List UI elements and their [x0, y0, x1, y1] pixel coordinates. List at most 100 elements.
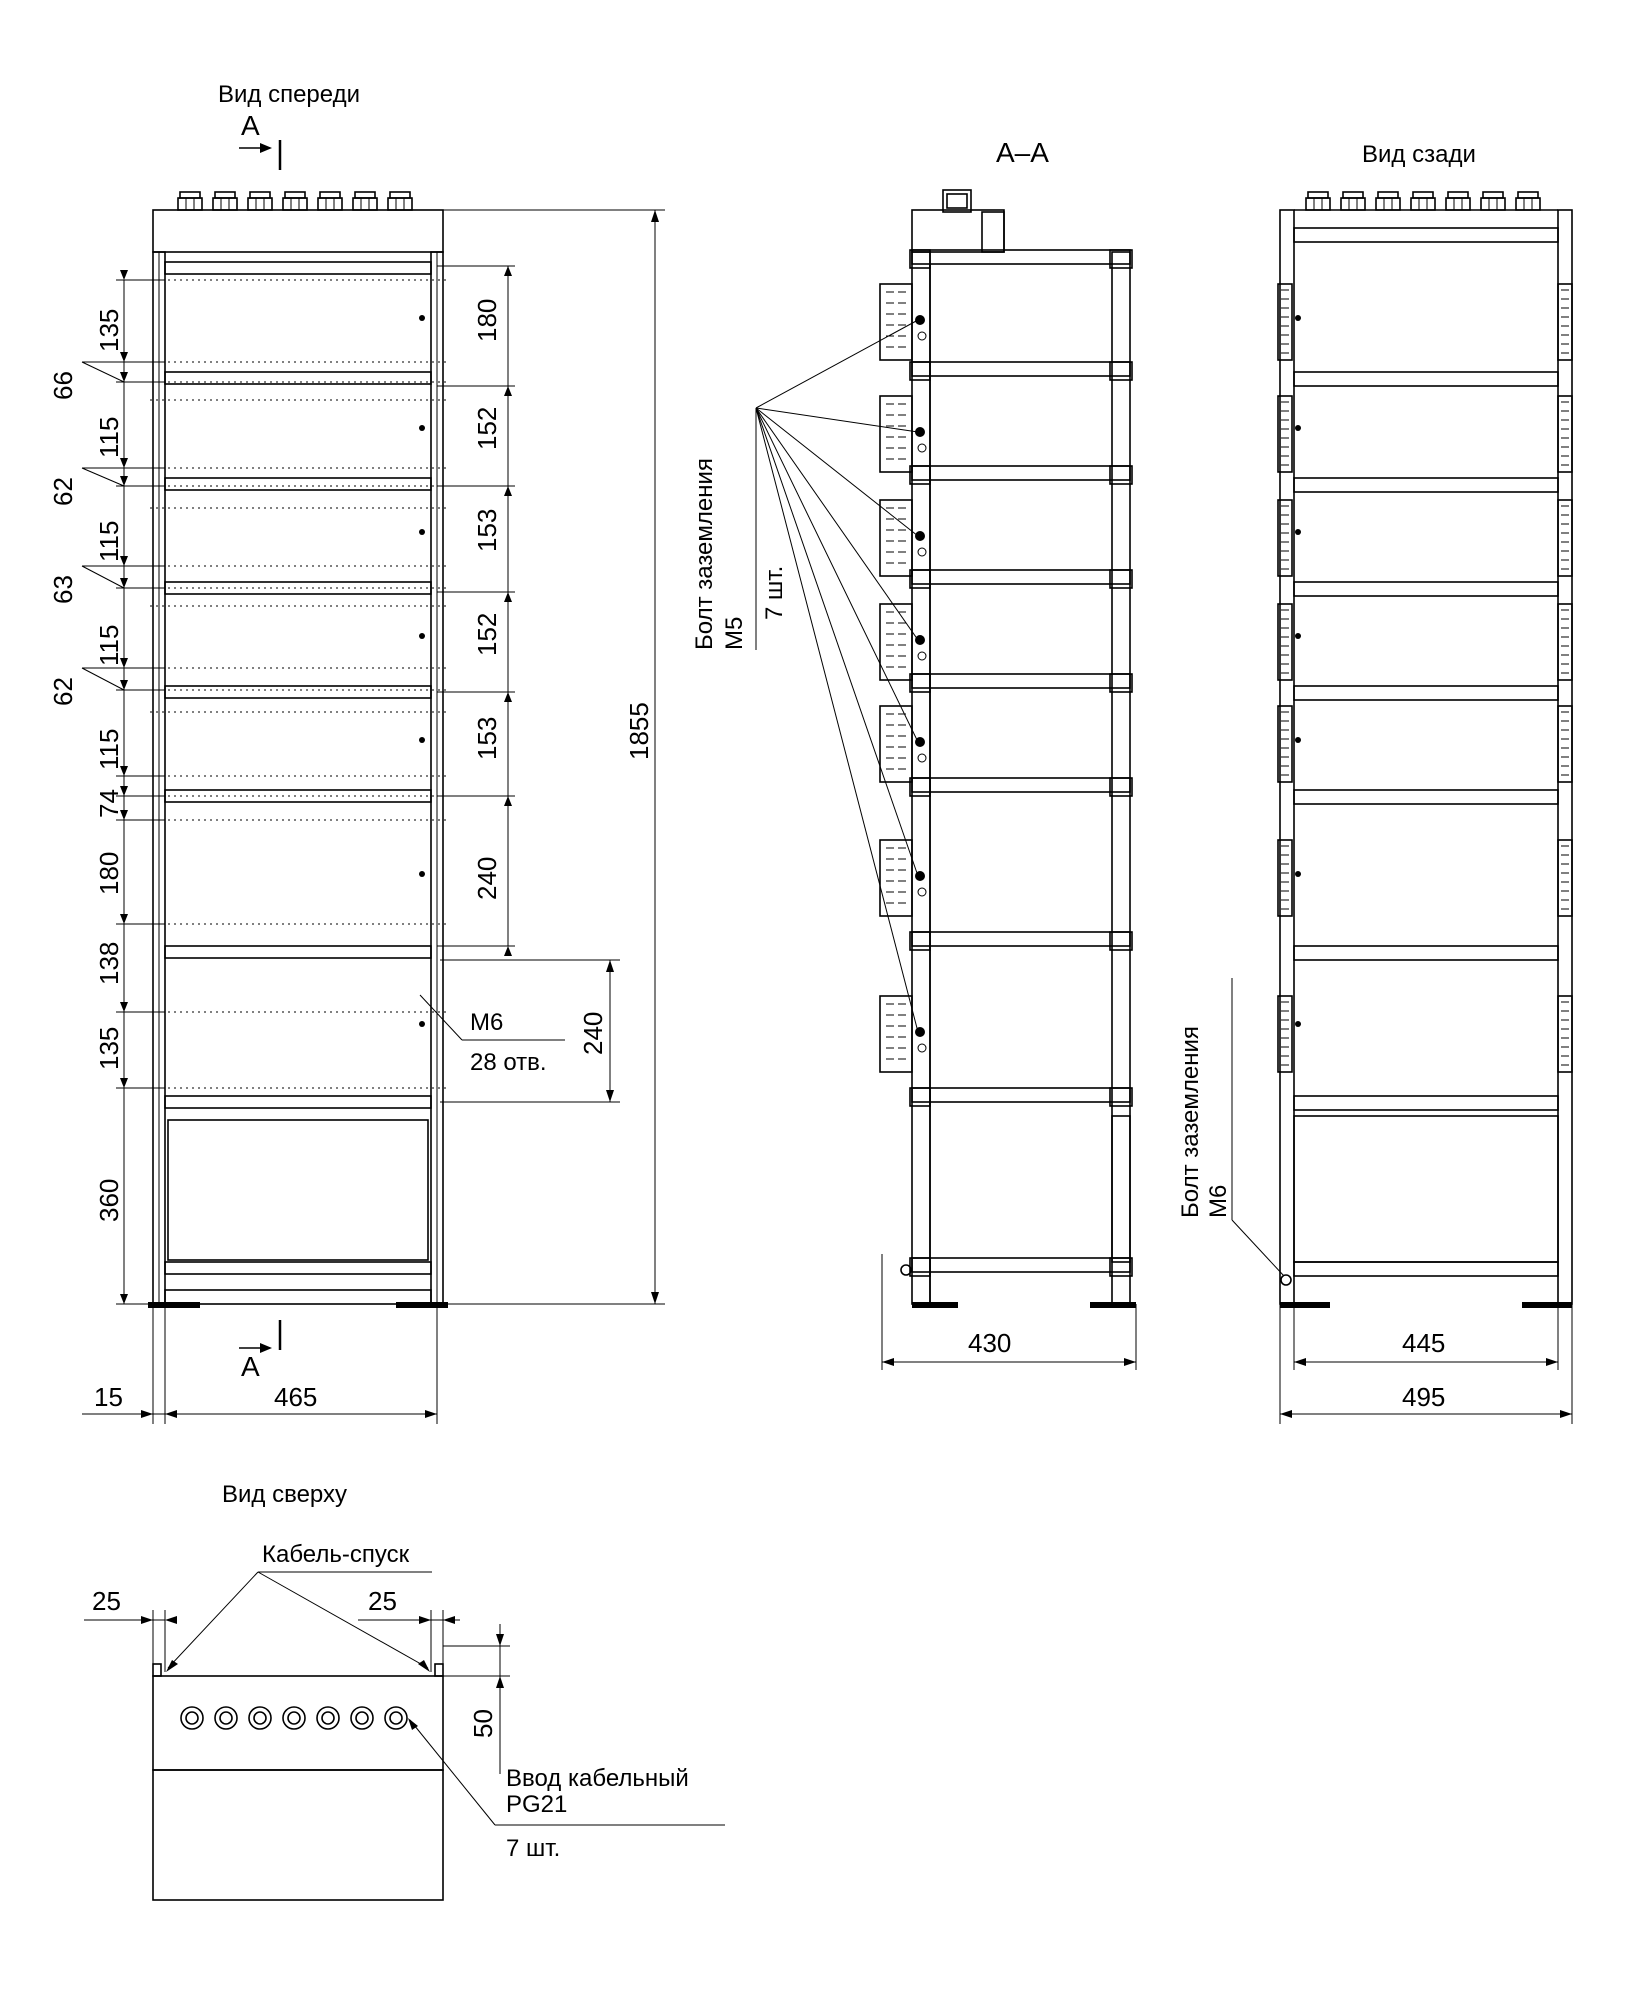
- cable-gland-icon: [387, 191, 413, 211]
- vent-bracket: [879, 839, 913, 917]
- section-mark-bottom: А: [239, 1320, 282, 1382]
- dim-label: 240: [472, 857, 502, 900]
- lower-right-dimension: 240: [440, 959, 620, 1103]
- leader-line: [755, 407, 919, 641]
- dim-label: 62: [48, 477, 78, 506]
- cable-gland-icon: [1410, 191, 1436, 211]
- dim-label: 115: [94, 521, 124, 562]
- dim-label: 180: [472, 299, 502, 342]
- right-foot: [396, 1302, 448, 1308]
- width-label: 465: [274, 1382, 317, 1412]
- ground-bolt-icon: [915, 315, 925, 325]
- back-foot-right: [1522, 1302, 1572, 1308]
- back-vent-panels: [1277, 283, 1573, 1073]
- vent-panel: [1277, 995, 1293, 1073]
- dim-label: 115: [94, 417, 124, 458]
- back-width-dimensions: 445 495: [1279, 1304, 1573, 1424]
- vent-panel: [1557, 283, 1573, 361]
- gland-top-icon: [384, 1706, 408, 1730]
- hole-size: М6: [470, 1009, 503, 1036]
- gland-note-line1: Ввод кабельный: [506, 1765, 689, 1792]
- leader-line: [755, 319, 919, 409]
- section-view-title: А–А: [996, 137, 1049, 168]
- vent-bracket: [879, 395, 913, 473]
- dim-label: 115: [94, 625, 124, 666]
- cable-gland-icon: [1340, 191, 1366, 211]
- hinge-icon: [1295, 1021, 1301, 1027]
- vent-bracket: [879, 283, 913, 361]
- back-shelf: [1293, 945, 1559, 961]
- ground-bolt-icon: [915, 737, 925, 747]
- cable-gland-icon: [1515, 191, 1541, 211]
- dim-label: 115: [94, 729, 124, 770]
- offset-label: 15: [94, 1382, 123, 1412]
- hinge-icon: [419, 737, 425, 743]
- depth-label: 50: [468, 1709, 498, 1738]
- section-shelf: [911, 361, 1131, 377]
- back-shelf: [1293, 789, 1559, 805]
- section-shelf: [911, 673, 1131, 689]
- top-glands: [180, 1706, 408, 1730]
- shelf: [164, 685, 432, 699]
- dim-label: 240: [578, 1012, 608, 1055]
- back-outer-width: 495: [1402, 1382, 1445, 1412]
- hole-count: 28 отв.: [470, 1049, 547, 1076]
- cable-gland-icon: [352, 191, 378, 211]
- bottom-width-dimension: 15 465: [82, 1304, 438, 1424]
- shelf: [164, 477, 432, 491]
- hole-callout: М6 28 отв.: [419, 994, 565, 1076]
- back-view: Вид сзади Болт заземления М6 445: [1177, 141, 1573, 1424]
- gland-top-icon: [350, 1706, 374, 1730]
- cable-gland-icon: [317, 191, 343, 211]
- ground-bolt-icon: [915, 1027, 925, 1037]
- hinge-icon: [419, 315, 425, 321]
- hinge-icon: [1295, 315, 1301, 321]
- gland-top-icon: [282, 1706, 306, 1730]
- front-view-title: Вид спереди: [218, 81, 360, 108]
- vent-bracket: [879, 499, 913, 577]
- dim-label: 152: [472, 407, 502, 450]
- back-shelf: [1293, 227, 1559, 243]
- hinge-icon: [1295, 737, 1301, 743]
- hinge-icon: [419, 871, 425, 877]
- shelf: [164, 371, 432, 385]
- gland-top-icon: [180, 1706, 204, 1730]
- shelf: [164, 945, 432, 959]
- gland-top-icon: [316, 1706, 340, 1730]
- right-dimension-chain: [437, 265, 515, 956]
- hinge-icon: [1295, 529, 1301, 535]
- dim-label: 74: [94, 789, 124, 818]
- hinge-icon: [1295, 633, 1301, 639]
- cable-gland-icon: [212, 191, 238, 211]
- ground-note-line3: 7 шт.: [761, 566, 788, 620]
- ground-bolt-icon: [915, 427, 925, 437]
- ground-note-line2: М5: [721, 617, 748, 650]
- section-foot-right: [1090, 1302, 1136, 1308]
- vent-panel: [1277, 705, 1293, 783]
- cable-gland-icon: [1480, 191, 1506, 211]
- section-shelf: [911, 931, 1131, 947]
- shelf: [164, 1095, 432, 1109]
- dim-label: 63: [48, 575, 78, 604]
- leader-line: [755, 407, 919, 877]
- cable-label: Кабель-спуск: [262, 1541, 410, 1568]
- section-width-label: 430: [968, 1328, 1011, 1358]
- dim-label: 138: [94, 942, 124, 985]
- overall-height-label: 1855: [624, 702, 654, 760]
- section-mark-letter: А: [241, 1351, 260, 1382]
- cable-gland-icon: [1445, 191, 1471, 211]
- section-shelf: [911, 249, 1131, 265]
- back-foot-left: [1280, 1302, 1330, 1308]
- gland-top-icon: [248, 1706, 272, 1730]
- hinge-icon: [419, 425, 425, 431]
- dim-label: 152: [472, 613, 502, 656]
- front-view: Вид спереди А 135 66: [48, 81, 665, 1424]
- ground-bolt-note: Болт заземления М5 7 шт.: [691, 408, 788, 650]
- vent-bracket: [879, 995, 913, 1073]
- vent-panel: [1277, 839, 1293, 917]
- gland-note-line2: PG21: [506, 1791, 567, 1818]
- ground-note-line1: Болт заземления: [691, 458, 718, 650]
- back-shelf: [1293, 685, 1559, 701]
- cable-gland-icon: [1305, 191, 1331, 211]
